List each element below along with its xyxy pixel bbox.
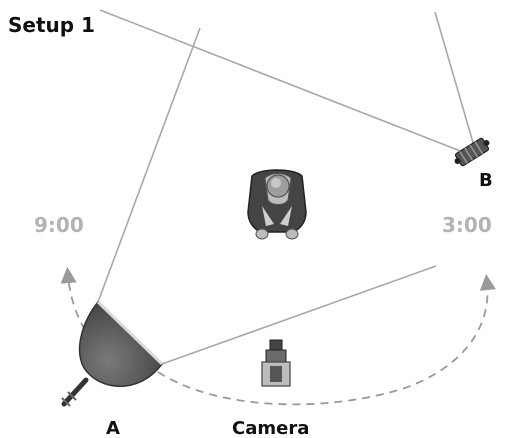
light-a-beam-line-1 bbox=[98, 28, 200, 302]
bottom-rotation-arc bbox=[158, 282, 488, 404]
camera-icon bbox=[262, 340, 290, 386]
softbox-icon bbox=[62, 302, 162, 406]
person-top-view-icon bbox=[248, 170, 306, 239]
camera-label: Camera bbox=[232, 418, 309, 438]
light-b-beam-line-1 bbox=[100, 10, 468, 154]
left-time-label: 9:00 bbox=[34, 213, 84, 237]
right-time-label: 3:00 bbox=[442, 213, 492, 237]
light-b-label: B bbox=[479, 170, 493, 191]
diagram-title: Setup 1 bbox=[8, 13, 95, 37]
light-a-label: A bbox=[106, 418, 120, 438]
light-a-beam-line-2 bbox=[162, 266, 436, 364]
light-b-beam-line-2 bbox=[435, 12, 474, 146]
